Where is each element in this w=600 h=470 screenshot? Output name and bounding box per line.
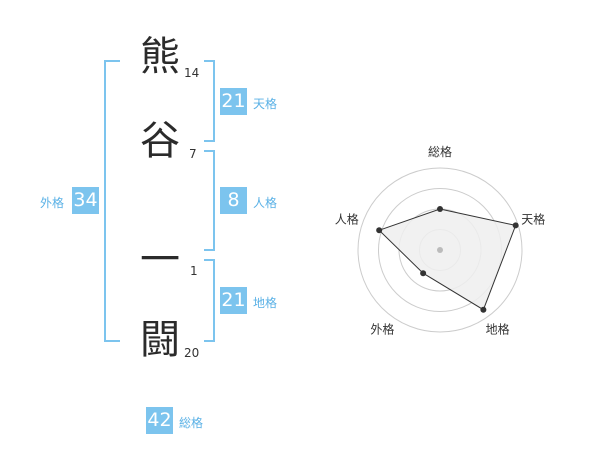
gaikaku-bracket	[104, 60, 120, 342]
radar-axis-label: 総格	[428, 144, 452, 159]
radar-point-1	[437, 206, 443, 212]
gaikaku-value: 34	[72, 187, 99, 214]
radar-center	[437, 247, 443, 253]
surname-char-2: 谷	[140, 118, 180, 164]
given-char-1-strokes: 1	[190, 264, 198, 278]
soukaku-label: 総格	[179, 416, 204, 430]
surname-char-1: 熊	[140, 34, 180, 80]
radar-point-4	[420, 270, 427, 277]
radar-point-2	[512, 222, 519, 229]
given-char-2: 闘	[140, 317, 180, 363]
soukaku-value: 42	[146, 407, 173, 434]
tenkaku-value: 21	[220, 88, 247, 115]
jinkaku-bracket	[204, 150, 215, 251]
tenkaku-bracket	[204, 60, 215, 142]
chikaku-bracket	[204, 259, 215, 342]
radar-axis-label: 天格	[521, 212, 545, 227]
given-char-2-strokes: 20	[184, 346, 200, 360]
jinkaku-label: 人格	[253, 196, 278, 210]
given-char-1: 一	[140, 237, 180, 283]
surname-char-2-strokes: 7	[189, 147, 197, 161]
chikaku-label: 地格	[253, 296, 278, 310]
radar-axis-label: 地格	[486, 321, 510, 336]
jinkaku-value: 8	[220, 187, 247, 214]
tenkaku-label: 天格	[253, 97, 278, 111]
radar-axis-label: 人格	[335, 212, 359, 227]
surname-char-1-strokes: 14	[184, 66, 200, 80]
radar-point-3	[480, 306, 487, 313]
radar-area	[378, 208, 517, 311]
radar-ring	[357, 167, 523, 333]
chikaku-value: 21	[220, 287, 247, 314]
radar-axis-label: 外格	[370, 321, 394, 336]
gaikaku-label: 外格	[40, 196, 65, 210]
radar-point-5	[376, 227, 383, 234]
